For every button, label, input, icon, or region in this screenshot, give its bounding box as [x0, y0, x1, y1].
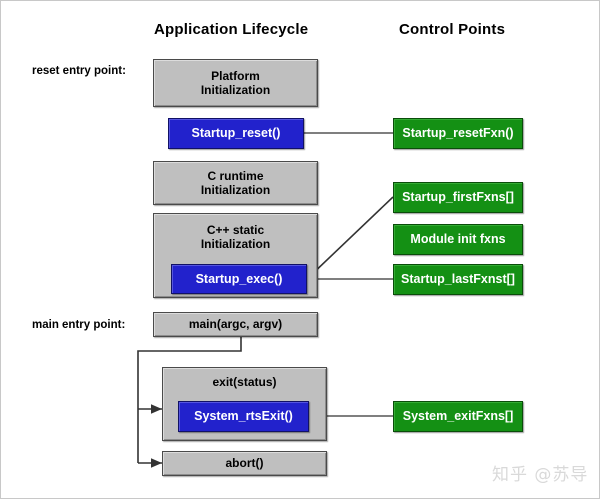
node-startup-firstfxns[interactable]: Startup_firstFxns[]	[393, 182, 523, 213]
node-startup-lastfxnst[interactable]: Startup_lastFxnst[]	[393, 264, 523, 295]
watermark: 知乎 @苏导	[492, 465, 589, 485]
node-system-rtsexit[interactable]: System_rtsExit()	[178, 401, 309, 432]
node-abort-label: abort()	[225, 456, 264, 471]
node-system-rtsexit-label: System_rtsExit()	[194, 409, 293, 424]
column-heading-lifecycle: Application Lifecycle	[154, 21, 309, 38]
node-c-runtime-init[interactable]: C runtime Initialization	[153, 161, 318, 205]
node-startup-reset[interactable]: Startup_reset()	[168, 118, 304, 149]
node-platform-init[interactable]: Platform Initialization	[153, 59, 318, 107]
node-startup-resetfxn[interactable]: Startup_resetFxn()	[393, 118, 523, 149]
node-system-exitfxns[interactable]: System_exitFxns[]	[393, 401, 523, 432]
node-cpp-static-init-line1: C++ static	[206, 223, 265, 237]
column-heading-control-points: Control Points	[399, 21, 506, 38]
node-startup-exec-label: Startup_exec()	[195, 271, 283, 286]
node-main-label: main(argc, argv)	[188, 317, 283, 332]
node-startup-firstfxns-label: Startup_firstFxns[]	[402, 190, 514, 205]
node-exit-status-label: exit(status)	[212, 375, 277, 389]
node-startup-reset-label: Startup_reset()	[191, 126, 281, 141]
node-startup-exec[interactable]: Startup_exec()	[171, 264, 307, 294]
node-platform-init-line2: Initialization	[200, 83, 271, 97]
node-startup-lastfxnst-label: Startup_lastFxnst[]	[401, 272, 515, 287]
node-system-exitfxns-label: System_exitFxns[]	[402, 409, 514, 424]
node-abort[interactable]: abort()	[162, 451, 327, 476]
connector-exec-to-firstfxns	[306, 196, 394, 280]
node-c-runtime-init-line1: C runtime	[207, 168, 264, 183]
node-main[interactable]: main(argc, argv)	[153, 312, 318, 337]
side-label-reset-entry-point: reset entry point:	[32, 65, 126, 77]
node-cpp-static-init-line2: Initialization	[200, 237, 271, 252]
node-c-runtime-init-line2: Initialization	[200, 183, 271, 197]
node-startup-resetfxn-label: Startup_resetFxn()	[402, 126, 514, 141]
side-label-main-entry-point: main entry point:	[32, 319, 126, 331]
node-module-init-fxns-label: Module init fxns	[410, 232, 506, 247]
node-platform-init-line1: Platform	[211, 68, 260, 83]
node-module-init-fxns[interactable]: Module init fxns	[393, 224, 523, 255]
